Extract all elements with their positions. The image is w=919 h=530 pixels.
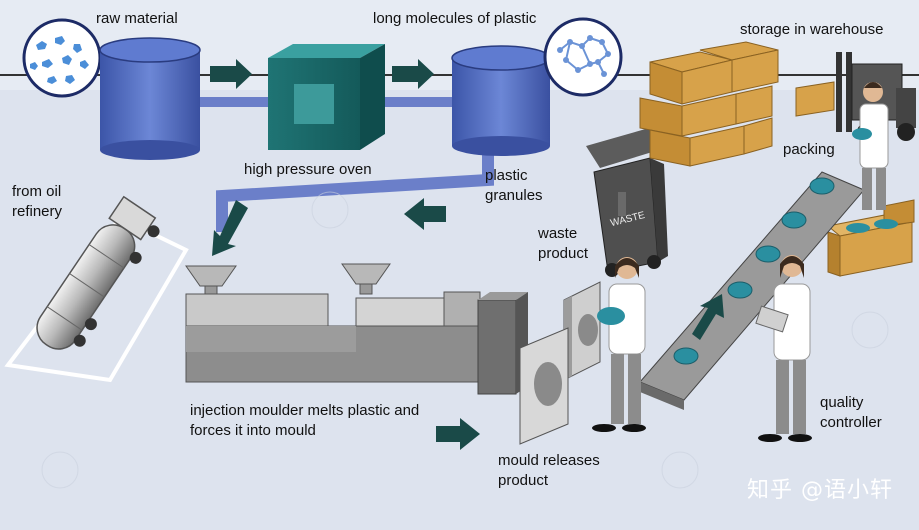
raw-material-circle	[22, 18, 102, 98]
label-long-molecules: long molecules of plastic	[373, 10, 537, 27]
mould-plates	[519, 281, 601, 445]
warehouse-boxes	[639, 41, 915, 277]
label-mould-releases: mould releases product	[498, 452, 600, 489]
label-injection-moulder: injection moulder melts plastic and forc…	[190, 402, 420, 439]
molecules-circle	[543, 17, 623, 97]
label-raw-material: raw material	[96, 10, 178, 27]
label-from-oil-refinery: from oil refinery	[12, 183, 63, 220]
watermark-pattern	[41, 191, 889, 489]
worker-quality-controller	[755, 255, 812, 442]
raw-material-tank	[99, 37, 201, 160]
high-pressure-oven	[268, 44, 385, 150]
worker-packing	[852, 82, 889, 210]
label-storage: storage in warehouse	[740, 21, 884, 38]
injection-moulder	[185, 263, 528, 395]
worker-waste	[592, 257, 646, 432]
arrow-to-mould-release	[436, 418, 480, 450]
label-quality-controller: quality controller	[820, 394, 882, 431]
arrow-waste-return	[404, 198, 446, 230]
watermark-text: 知乎 @语小轩	[747, 478, 893, 503]
label-plastic-granules: plastic granules	[485, 167, 543, 204]
arrow-to-oven	[210, 59, 252, 89]
oil-tanker-truck	[4, 195, 189, 383]
label-high-pressure-oven: high pressure oven	[244, 161, 372, 178]
plastic-granules-tank	[451, 45, 551, 156]
label-waste-product: waste product	[538, 225, 589, 262]
arrow-to-granules-tank	[392, 59, 434, 89]
packing-conveyor	[639, 171, 865, 410]
pipe-to-moulder	[216, 138, 494, 232]
arrow-down-to-moulder	[212, 200, 248, 256]
label-packing: packing	[783, 141, 835, 158]
